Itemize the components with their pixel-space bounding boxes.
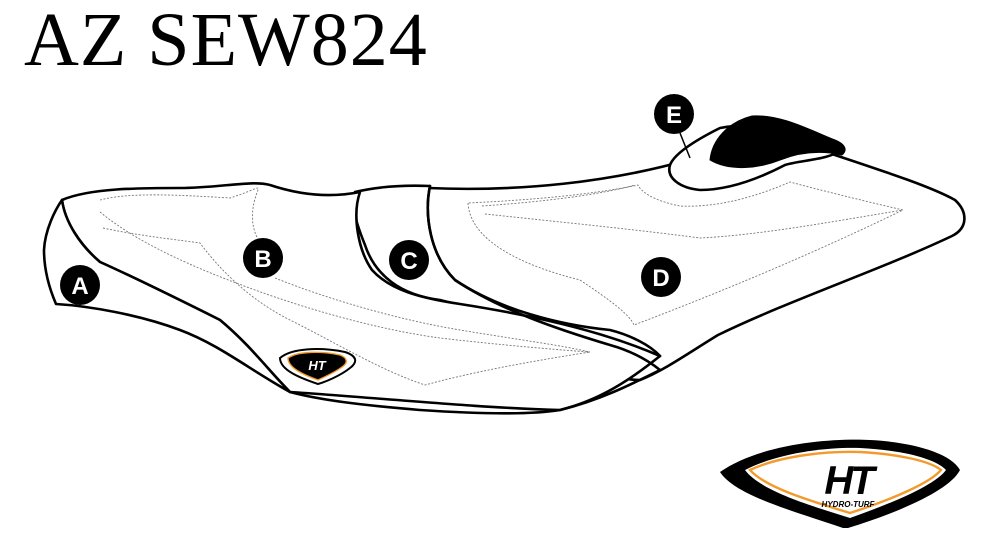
model-title: AZ SEW824	[24, 0, 428, 82]
stitching-d-outer	[467, 181, 905, 326]
seam-c-d	[426, 184, 662, 372]
stitching-d-top	[481, 184, 636, 207]
grab-handle	[709, 115, 846, 169]
logo-brand-name: HYDRO-TURF	[822, 500, 876, 509]
callout-a-label: A	[71, 273, 88, 300]
callout-e-label: E	[666, 102, 682, 129]
seat-bottom-contour	[288, 368, 662, 415]
seat-ht-badge: HT	[278, 348, 357, 386]
callout-e-pointer	[679, 132, 691, 159]
stitching-d-inner	[484, 209, 904, 239]
stitching-b-upper	[99, 187, 263, 246]
callout-b: B	[243, 238, 283, 278]
stitching-b-lower	[99, 211, 591, 353]
seat-badge-monogram: HT	[308, 358, 326, 373]
hydro-turf-logo: HT HYDRO-TURF	[720, 439, 960, 528]
callout-c-label: C	[400, 248, 417, 275]
logo-monogram: HT	[824, 459, 878, 503]
seat-section-a	[42, 198, 292, 394]
callout-c: C	[389, 240, 429, 280]
callout-b-label: B	[254, 246, 271, 273]
callout-a: A	[60, 265, 100, 305]
callout-e: E	[654, 94, 694, 134]
callout-d-label: D	[652, 265, 669, 292]
callout-d: D	[641, 257, 681, 297]
stitching-b-mid	[274, 277, 591, 353]
